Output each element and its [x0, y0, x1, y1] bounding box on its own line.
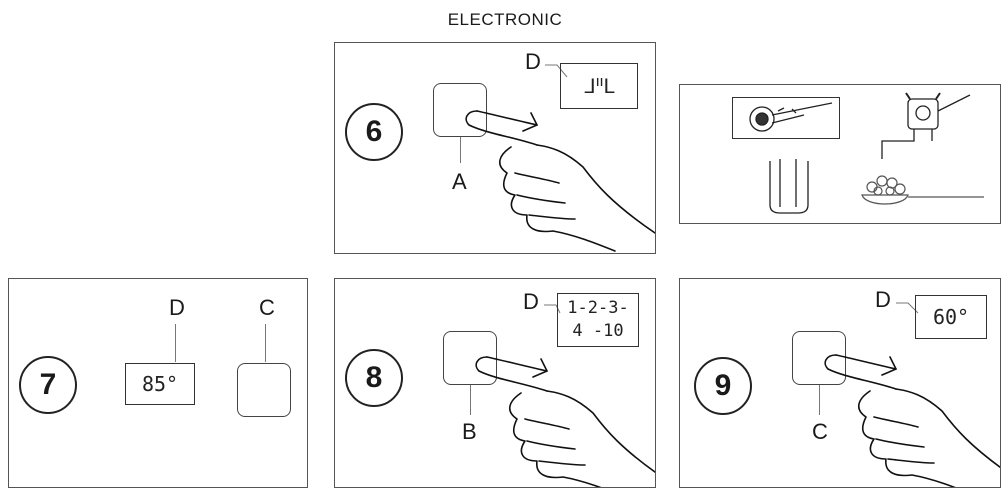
button-c-leader-line — [819, 385, 820, 415]
button-c-label: C — [812, 419, 828, 444]
button-b[interactable] — [443, 331, 497, 385]
button-c[interactable] — [237, 363, 291, 417]
button-a-leader-line — [460, 137, 461, 163]
step-7-panel: 7 D 85° C — [8, 278, 308, 488]
pointing-hand-icon — [465, 110, 655, 252]
button-a-label: A — [452, 169, 467, 194]
display-label: D — [525, 49, 541, 74]
display-leader-line — [544, 304, 561, 314]
display-screen: 85° — [125, 363, 195, 405]
pointing-hand-icon — [475, 356, 655, 487]
display-leader-line — [896, 302, 919, 314]
button-a[interactable] — [433, 83, 487, 137]
display-label: D — [523, 289, 539, 314]
hose-connection-icon — [749, 102, 833, 132]
step-number: 7 — [19, 356, 77, 414]
button-c-label: C — [259, 295, 275, 320]
step-number: 6 — [345, 103, 403, 161]
hose-connection-box — [732, 97, 840, 139]
display-leader-line — [545, 64, 568, 78]
step-9-panel: 9 C D 60° — [679, 278, 1001, 488]
display-screen: ᒧᑊᑊᒪ — [560, 63, 638, 109]
display-label: D — [875, 287, 891, 312]
display-text: ᒧᑊᑊᒪ — [583, 74, 615, 98]
display-screen: 60° — [915, 295, 987, 339]
water-container-icon — [769, 159, 809, 214]
step-8-panel: 8 B D 1-2-3- 4 -10 — [334, 278, 656, 488]
step-number: 9 — [694, 357, 752, 415]
accessories-panel — [679, 84, 1001, 224]
step-number: 8 — [345, 349, 403, 407]
display-text-line-2: 4 -10 — [572, 321, 624, 341]
coffee-beans-scoop-icon — [861, 175, 984, 205]
button-b-label: B — [462, 419, 477, 444]
display-text: 85° — [141, 372, 179, 396]
display-screen: 1-2-3- 4 -10 — [557, 293, 639, 347]
step-6-panel: 6 A D ᒧᑊᑊᒪ — [334, 42, 656, 254]
page-title: ELECTRONIC — [447, 10, 563, 29]
display-text: 60° — [932, 305, 970, 329]
display-leader-line — [175, 324, 176, 362]
display-text-line-1: 1-2-3- — [567, 298, 629, 318]
button-b-leader-line — [470, 385, 471, 415]
button-c-leader-line — [265, 324, 266, 362]
display-label: D — [169, 295, 185, 320]
water-pump-icon — [881, 92, 971, 159]
pointing-hand-icon — [824, 354, 1000, 487]
button-c[interactable] — [792, 331, 846, 385]
